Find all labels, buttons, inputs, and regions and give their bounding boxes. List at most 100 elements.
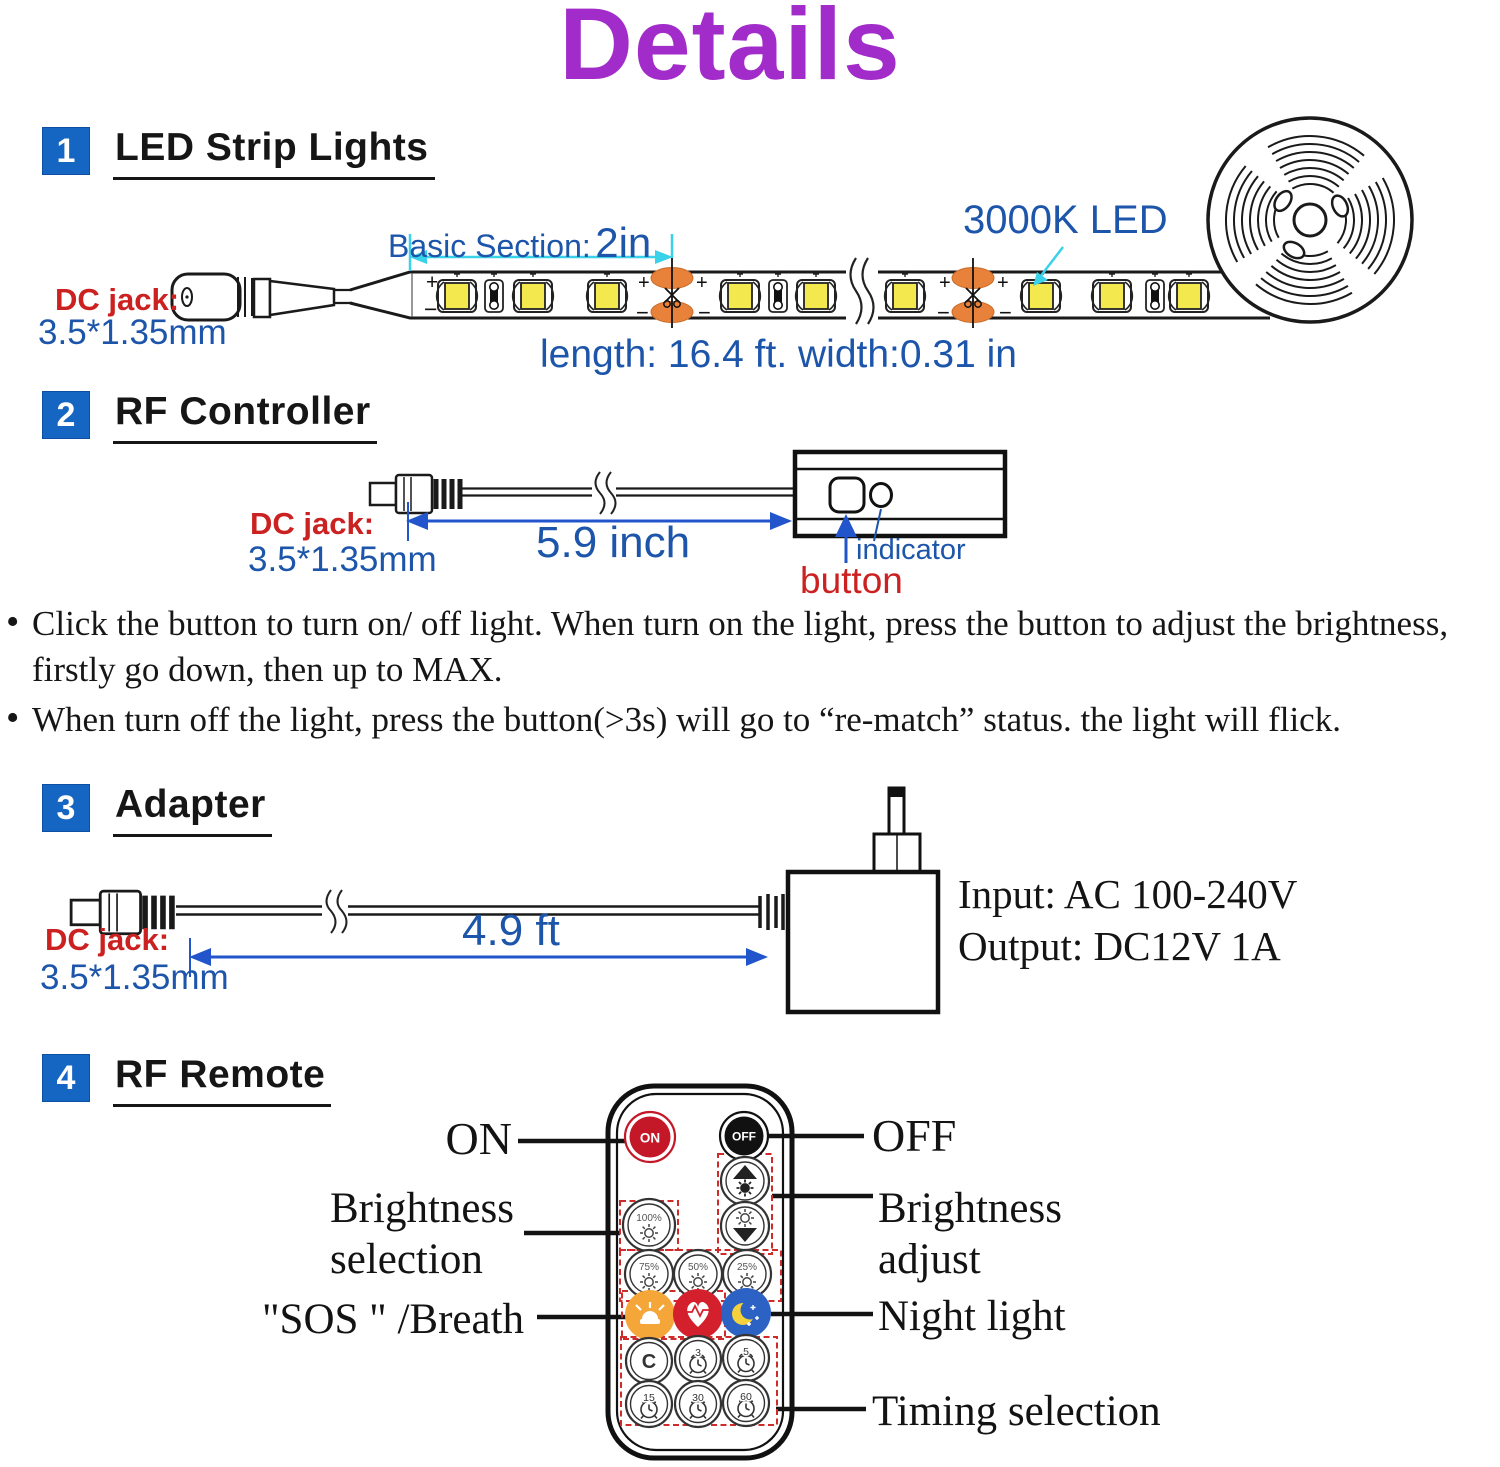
callout-lines: [518, 1133, 873, 1412]
button-pointer-arrow: [835, 514, 857, 563]
polarity-minus: −: [424, 296, 437, 322]
polarity-minus: −: [999, 300, 1012, 325]
button-label: button: [800, 560, 903, 601]
night-light-button: [721, 1288, 771, 1338]
timing-30-button: 30: [673, 1379, 723, 1429]
cable-length-dimension: [189, 938, 768, 977]
section-2-number: 2: [56, 395, 76, 434]
controller-dc-jack-size: 3.5*1.35mm: [248, 540, 437, 579]
timing-clear-button: C: [624, 1336, 674, 1386]
adapter-input-spec: Input: AC 100-240V: [958, 871, 1298, 917]
strip-break-mark: [846, 257, 878, 326]
dc-jack-female-icon: [170, 272, 352, 322]
callout-timing-selection: Timing selection: [872, 1388, 1161, 1435]
cable-break-mark: [592, 471, 617, 515]
basic-section-value: 2in: [595, 219, 652, 266]
brightness-up-button: [719, 1155, 771, 1207]
note-text: Click the button to turn on/ off light. …: [32, 604, 1449, 689]
controller-dc-jack-label: DC jack:: [250, 506, 375, 541]
callout-off: OFF: [872, 1110, 957, 1161]
strip-reel-icon: [1206, 116, 1414, 324]
section-2-heading: RF Controller: [113, 390, 377, 444]
svg-text:75%: 75%: [639, 1262, 659, 1273]
callout-sos-breath: "SOS " /Breath: [262, 1296, 525, 1343]
bullet-icon: •: [6, 697, 20, 739]
section-1-badge: 1: [42, 127, 90, 175]
timing-15-button: 15: [624, 1379, 674, 1429]
section-3-number: 3: [56, 788, 76, 827]
svg-text:C: C: [642, 1351, 656, 1373]
bullet-icon: •: [6, 601, 20, 643]
timing-5-button: 5: [721, 1333, 771, 1383]
polarity-minus: −: [636, 300, 649, 325]
section-1-heading: LED Strip Lights: [113, 126, 435, 180]
note-item: • Click the button to turn on/ off light…: [6, 601, 1457, 693]
adapter-output-spec: Output: DC12V 1A: [958, 923, 1281, 969]
svg-text:3: 3: [695, 1347, 701, 1359]
polarity-minus: −: [937, 300, 950, 325]
callout-on: ON: [445, 1113, 512, 1164]
controller-indicator-icon: [869, 482, 893, 508]
callout-line: Brightness: [330, 1185, 514, 1232]
polarity-plus: +: [997, 272, 1009, 294]
section-4-number: 4: [56, 1058, 76, 1097]
cable-length-dimension: [406, 502, 792, 541]
callout-night-light: Night light: [878, 1293, 1066, 1340]
controller-box-icon: [792, 449, 1008, 539]
brightness-100-button: 100%: [621, 1197, 677, 1253]
svg-text:ON: ON: [640, 1131, 660, 1146]
controller-cable-length: 5.9 inch: [536, 518, 691, 567]
svg-text:OFF: OFF: [732, 1130, 756, 1144]
basic-section-text: Basic Section:: [388, 228, 591, 264]
polarity-plus: +: [426, 271, 438, 294]
basic-section-dimension: [408, 234, 674, 271]
section-4-heading: RF Remote: [113, 1053, 332, 1107]
polarity-plus: +: [638, 272, 650, 294]
svg-text:5: 5: [743, 1346, 749, 1358]
section-3-heading: Adapter: [113, 783, 272, 837]
remote-on-button: ON: [623, 1110, 677, 1164]
adapter-drawing: [71, 786, 941, 1015]
callout-line: Brightness: [878, 1185, 1062, 1232]
power-adapter-icon: [758, 786, 941, 1015]
rf-controller-drawing: [370, 449, 1008, 563]
controller-button-icon: [828, 476, 866, 514]
led-pointer-arrow: [1033, 246, 1064, 286]
brightness-down-button: [719, 1200, 771, 1252]
polarity-plus: +: [696, 272, 708, 294]
led-strip-drawing: + − + + − − + + − −: [170, 116, 1414, 329]
callout-line: adjust: [878, 1236, 981, 1283]
adapter-dc-jack-label: DC jack:: [45, 922, 170, 957]
section-1-number: 1: [56, 131, 76, 170]
led-temp-label: 3000K LED: [963, 198, 1168, 242]
callout-brightness-adjust: Brightness adjust: [878, 1183, 1062, 1285]
section-2-badge: 2: [42, 391, 90, 439]
remote-off-button: OFF: [718, 1110, 770, 1162]
polarity-minus: −: [698, 300, 711, 325]
section-4-badge: 4: [42, 1054, 90, 1102]
strip-dc-jack-label: DC jack:: [55, 282, 180, 317]
svg-text:60: 60: [740, 1391, 752, 1403]
page-title: Details: [559, 0, 901, 101]
polarity-plus: +: [939, 272, 951, 294]
callout-line: selection: [330, 1236, 483, 1283]
note-text: When turn off the light, press the butto…: [32, 700, 1341, 739]
rf-remote-drawing: ON OFF: [518, 1083, 873, 1461]
svg-text:25%: 25%: [737, 1262, 757, 1273]
adapter-cable-length: 4.9 ft: [462, 906, 560, 955]
cable-break-mark: [322, 889, 348, 934]
sos-button: [625, 1290, 675, 1340]
svg-text:100%: 100%: [636, 1213, 662, 1224]
svg-text:50%: 50%: [688, 1262, 708, 1273]
indicator-label: indicator: [856, 534, 966, 566]
svg-text:30: 30: [692, 1392, 704, 1404]
timing-3-button: 3: [673, 1334, 723, 1384]
breath-button: [673, 1289, 723, 1339]
dc-jack-male-icon: [370, 475, 460, 513]
callout-brightness-selection: Brightness selection: [330, 1183, 514, 1285]
indicator-pointer-line: [873, 508, 882, 542]
svg-text:15: 15: [643, 1392, 655, 1404]
section-3-badge: 3: [42, 784, 90, 832]
